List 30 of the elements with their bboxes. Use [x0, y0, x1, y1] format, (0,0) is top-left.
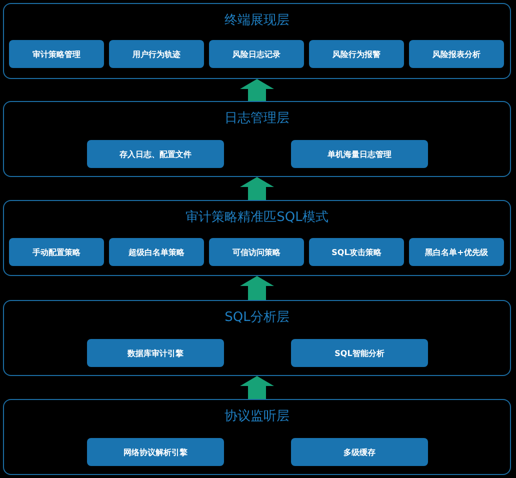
module-box: 风险报表分析: [409, 40, 504, 68]
layer-panel: [3, 3, 511, 79]
layer-title: SQL分析层: [224, 309, 290, 327]
module-box: SQL攻击策略: [309, 238, 404, 266]
arrow: [240, 177, 274, 200]
module-box: 风险日志记录: [209, 40, 304, 68]
layer-panel: [3, 300, 511, 376]
module-box: 多级缓存: [291, 438, 428, 466]
layer-title: 日志管理层: [224, 110, 290, 128]
arrow: [240, 276, 274, 300]
layer-title: 审计策略精准匹SQL模式: [186, 209, 328, 227]
module-box: 风险行为报警: [309, 40, 404, 68]
arrow: [240, 79, 274, 101]
layer-panel: [3, 101, 511, 177]
module-box: 黑白名单+优先级: [409, 238, 504, 266]
module-box: 可信访问策略: [209, 238, 304, 266]
module-box: 审计策略管理: [9, 40, 104, 68]
arrow: [240, 376, 274, 399]
module-box: 存入日志、配置文件: [87, 140, 224, 168]
module-box: 用户行为轨迹: [109, 40, 204, 68]
module-box: 数据库审计引擎: [87, 339, 224, 367]
module-box: 网络协议解析引擎: [87, 438, 224, 466]
layer-title: 协议监听层: [224, 408, 290, 426]
layer-title: 终端展现层: [224, 12, 290, 30]
layer-panel: [3, 399, 511, 475]
module-box: SQL智能分析: [291, 339, 428, 367]
module-box: 超级白名单策略: [109, 238, 204, 266]
module-box: 手动配置策略: [9, 238, 104, 266]
module-box: 单机海量日志管理: [291, 140, 428, 168]
layer-panel: [3, 200, 511, 276]
